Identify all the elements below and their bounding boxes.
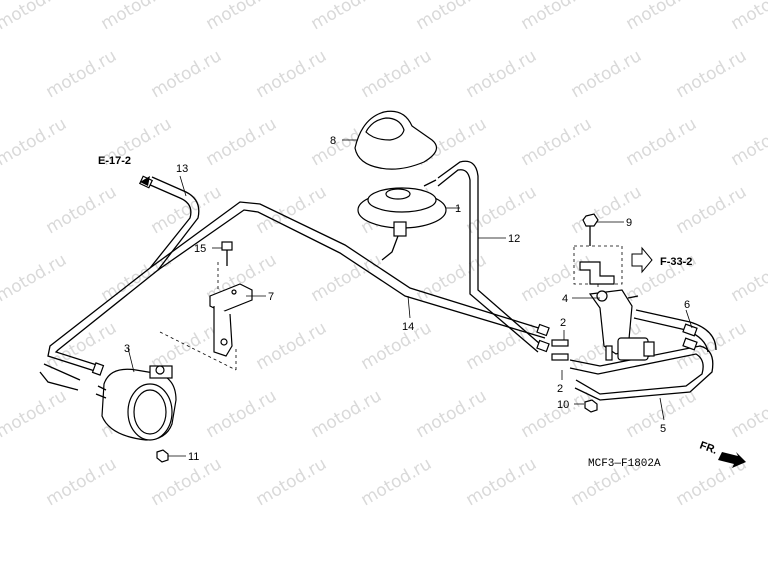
watermark-text: motod.ru [413, 0, 491, 34]
watermark-text: motod.ru [43, 318, 121, 374]
watermark-text: motod.ru [463, 318, 541, 374]
bracket-box [573, 245, 623, 290]
watermark-text: motod.ru [308, 0, 386, 34]
tube-12 [437, 160, 541, 353]
callout-1: 1 [455, 203, 461, 215]
part-4-solenoid [588, 289, 655, 361]
callout-7: 7 [268, 291, 274, 303]
tube-14 [39, 176, 546, 391]
front-arrow [718, 452, 746, 468]
front-label: FR. [698, 440, 719, 457]
watermark-text: motod.ru [43, 454, 121, 510]
watermark-text: motod.ru [253, 454, 331, 510]
watermark-text: motod.ru [518, 114, 596, 170]
callout-6: 6 [684, 299, 690, 311]
watermark-text: motod.ru [623, 114, 701, 170]
callout-3: 3 [124, 343, 130, 355]
watermark-text: motod.ru [728, 0, 768, 34]
watermark-text: motod.ru [0, 114, 70, 170]
watermark-text: motod.ru [98, 0, 176, 34]
callout-4: 4 [562, 293, 568, 305]
callout-2a: 2 [560, 317, 566, 329]
watermark-text: motod.ru [568, 182, 646, 238]
watermark-text: motod.ru [358, 454, 436, 510]
part-7-bracket [209, 283, 253, 357]
watermark-text: motod.ru [253, 182, 331, 238]
part-3-canister [95, 365, 177, 441]
part-10-nut [584, 399, 598, 413]
watermark-text: motod.ru [43, 46, 121, 102]
callout-11: 11 [188, 451, 199, 463]
part-8-cover [354, 110, 438, 170]
watermark-text: motod.ru [728, 386, 768, 442]
watermark-text: motod.ru [728, 114, 768, 170]
callout-5: 5 [660, 423, 666, 435]
part-2-connectors [551, 330, 569, 361]
watermark-text: motod.ru [463, 182, 541, 238]
watermark-text: motod.ru [148, 454, 226, 510]
f33-arrow [631, 246, 653, 274]
watermark-text: motod.ru [0, 250, 70, 306]
part-11-nut [156, 449, 169, 463]
watermark-text: motod.ru [43, 182, 121, 238]
watermark-text: motod.ru [463, 454, 541, 510]
callout-15: 15 [194, 243, 206, 255]
watermark-text: motod.ru [728, 250, 768, 306]
part-1-valve [357, 179, 447, 261]
leader-lines [127, 139, 693, 457]
ref-f33: F-33-2 [660, 256, 692, 268]
callout-12: 12 [508, 233, 520, 245]
callout-10: 10 [557, 399, 569, 411]
watermark-text: motod.ru [673, 46, 751, 102]
watermark-text: motod.ru [568, 46, 646, 102]
watermark-text: motod.ru [148, 182, 226, 238]
watermark-text: motod.ru [518, 0, 596, 34]
callout-13: 13 [176, 163, 188, 175]
bracket-dashed-leads [159, 262, 237, 371]
watermark-text: motod.ru [308, 250, 386, 306]
watermark-text: motod.ru [148, 46, 226, 102]
diagram-code: MCF3—F1802A [588, 458, 661, 470]
callout-2b: 2 [557, 383, 563, 395]
watermark-text: motod.ru [0, 0, 70, 34]
e17-arrow [140, 176, 150, 186]
watermark-text: motod.ru [253, 318, 331, 374]
callout-9: 9 [626, 217, 632, 229]
watermark-text: motod.ru [203, 0, 281, 34]
watermark-text: motod.ru [203, 386, 281, 442]
callout-14: 14 [402, 321, 414, 333]
watermark-text: motod.ru [308, 386, 386, 442]
callout-8: 8 [330, 135, 336, 147]
part-9-bolt [582, 213, 599, 246]
watermark-layer: motod.ru motod.ru motod.ru motod.ru motod.ru… [0, 0, 768, 510]
watermark-text: motod.ru [413, 386, 491, 442]
watermark-text: motod.ru [0, 386, 70, 442]
watermark-text: motod.ru [203, 114, 281, 170]
watermark-text: motod.ru [253, 46, 331, 102]
watermark-text: motod.ru [358, 46, 436, 102]
watermark-text: motod.ru [673, 182, 751, 238]
watermark-text: motod.ru [623, 0, 701, 34]
watermark-text: motod.ru [463, 46, 541, 102]
watermark-text: motod.ru [358, 318, 436, 374]
ref-e17: E-17-2 [98, 155, 131, 167]
part-15-bolt [221, 241, 233, 266]
